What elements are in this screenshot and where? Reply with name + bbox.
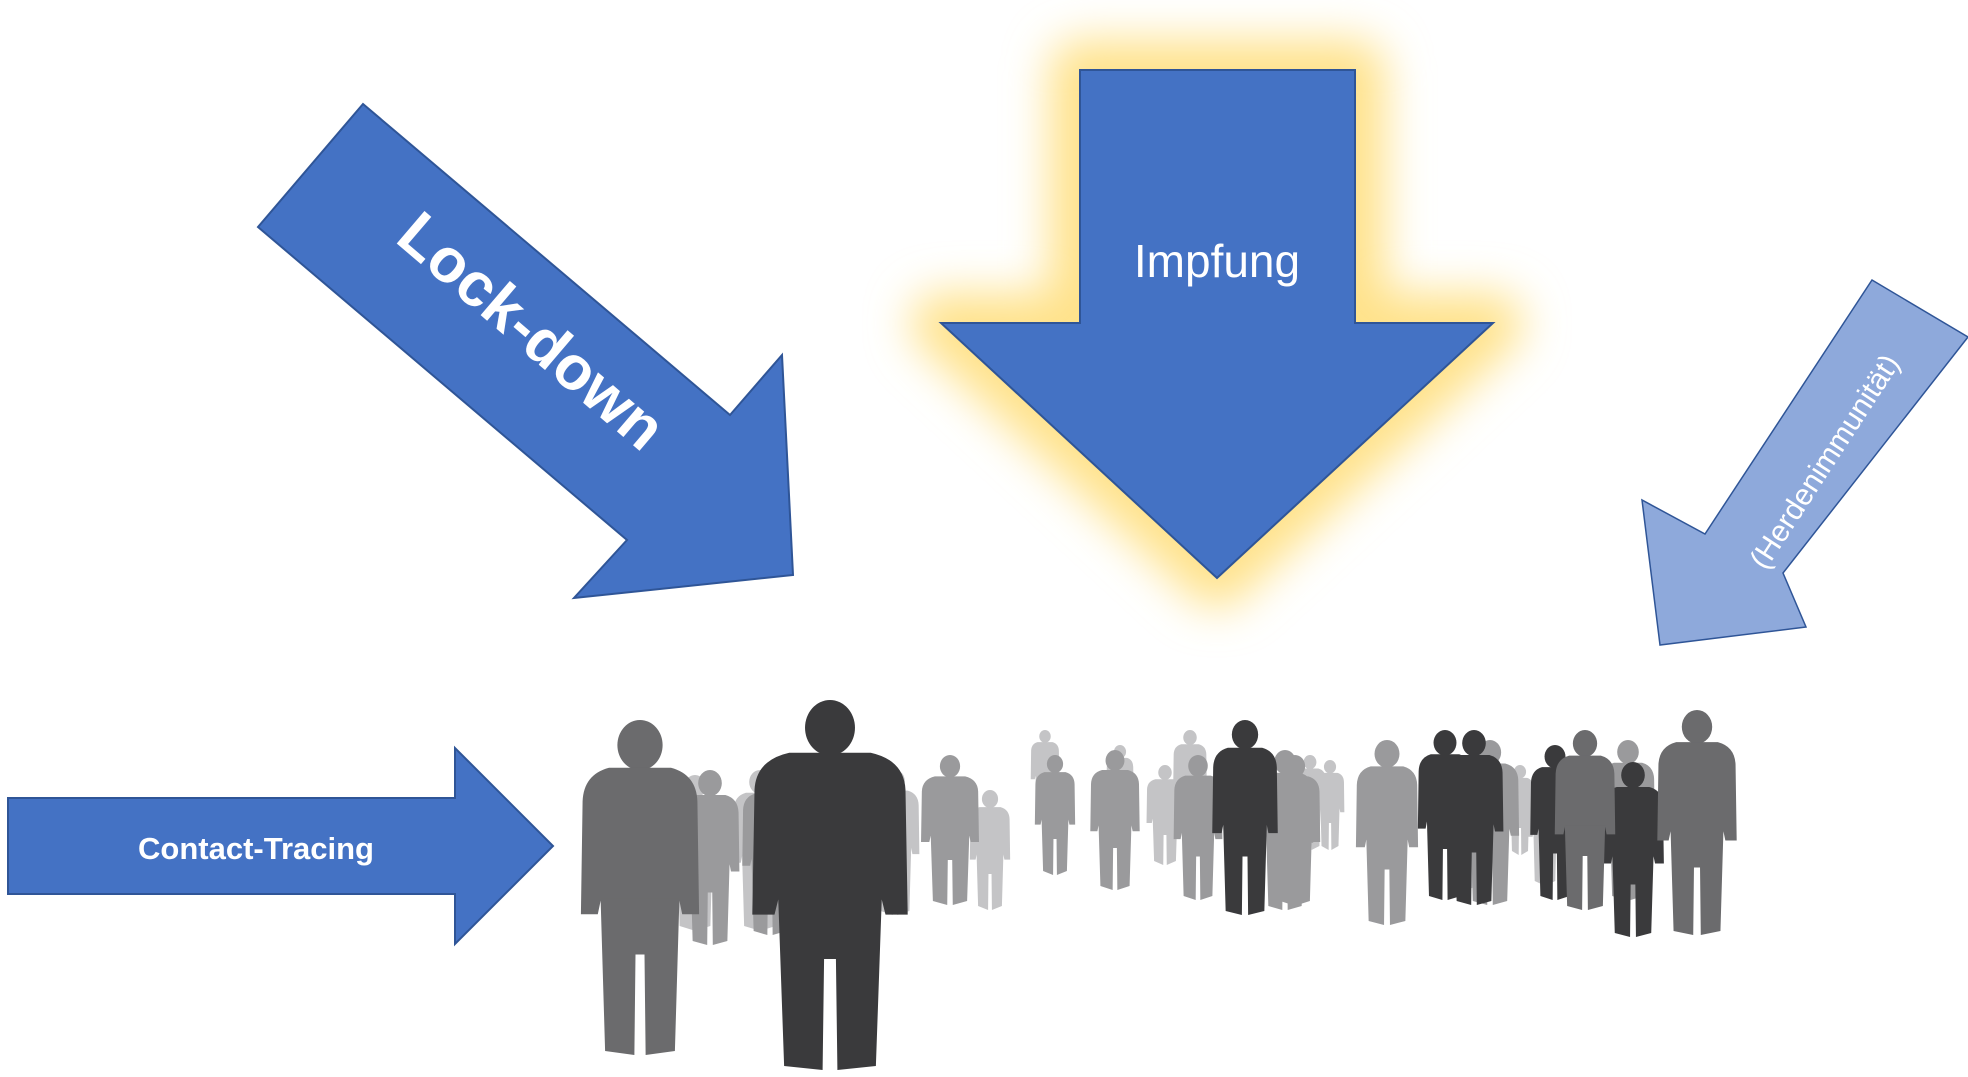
lockdown-arrow-shape	[256, 102, 795, 600]
person-silhouette	[1602, 762, 1664, 937]
person-silhouette	[1212, 720, 1278, 915]
person-silhouette	[580, 720, 700, 1055]
person-silhouette	[1269, 755, 1321, 905]
person-silhouette	[921, 755, 979, 905]
contact-tracing-arrow-shape	[7, 745, 555, 947]
person-silhouette	[1355, 740, 1419, 925]
person-silhouette	[1554, 730, 1616, 910]
herdenimmunitaet-arrow-shape	[1641, 278, 1968, 646]
lockdown-arrow: Lock-down	[256, 102, 795, 600]
person-silhouette	[1090, 750, 1140, 890]
impfung-arrow-shape	[938, 69, 1496, 580]
impfung-label: Impfung	[1134, 235, 1300, 287]
contact-tracing-arrow: Contact-Tracing	[7, 745, 555, 947]
person-silhouette	[1657, 710, 1737, 935]
impfung-arrow: Impfung	[911, 40, 1523, 608]
person-silhouette	[1417, 730, 1473, 900]
herdenimmunitaet-arrow: (Herdenimmunität)	[1641, 278, 1968, 646]
people-silhouettes-walking-icon	[580, 700, 1737, 1070]
person-silhouette	[752, 700, 908, 1070]
person-silhouette	[1173, 755, 1223, 900]
person-silhouette	[969, 790, 1011, 910]
person-silhouette	[1034, 755, 1076, 875]
contact-tracing-label: Contact-Tracing	[138, 831, 374, 866]
